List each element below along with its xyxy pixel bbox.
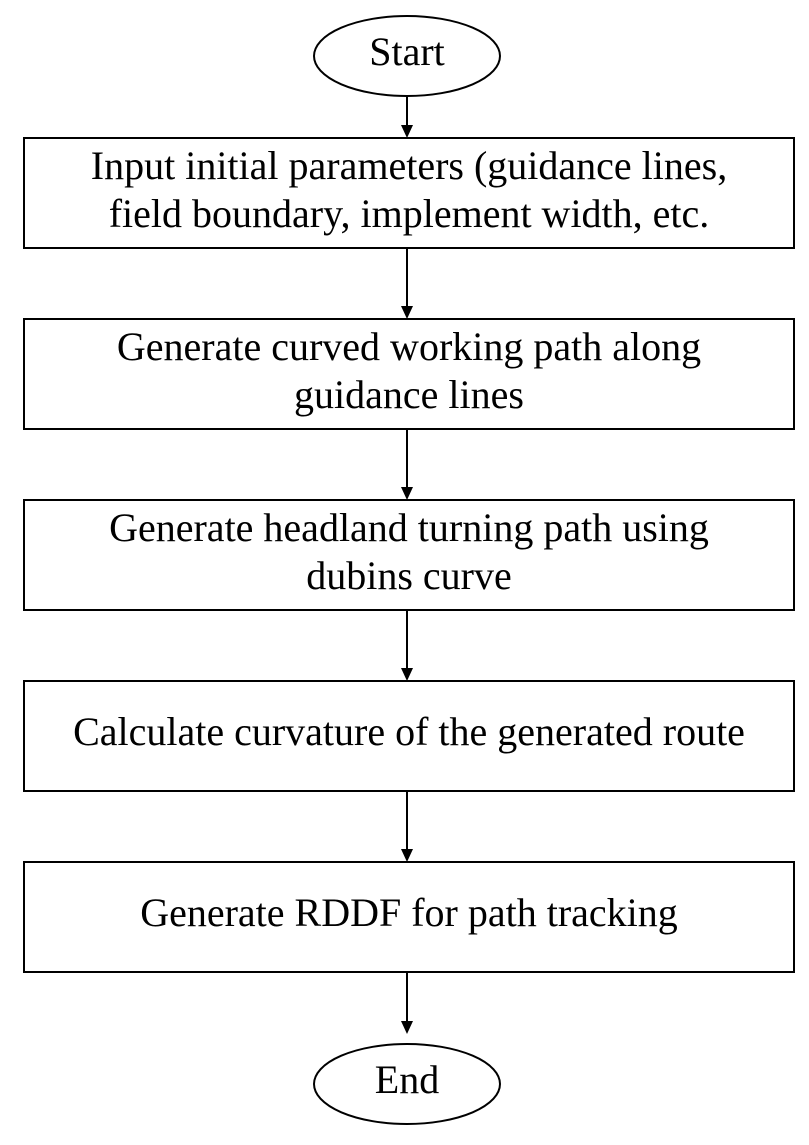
step-calculate-curvature: Calculate curvature of the generated rou… <box>23 680 795 792</box>
arrow-step-2-to-step-3 <box>401 429 413 500</box>
step-input-parameters: Input initial parameters (guidance lines… <box>23 137 795 249</box>
step-generate-headland-path: Generate headland turning path using dub… <box>23 499 795 611</box>
step-3-line-2: dubins curve <box>306 553 512 598</box>
step-5-line-1: Generate RDDF for path tracking <box>140 890 678 935</box>
start-terminal: Start <box>313 15 501 97</box>
end-label: End <box>375 1057 439 1102</box>
step-3-line-1: Generate headland turning path using <box>109 505 709 550</box>
step-generate-working-path: Generate curved working path along guida… <box>23 318 795 430</box>
arrow-start-to-step-1 <box>401 97 413 138</box>
arrow-step-5-to-end <box>401 972 413 1034</box>
step-4-line-1: Calculate curvature of the generated rou… <box>73 709 745 754</box>
step-2-line-1: Generate curved working path along <box>117 324 701 369</box>
arrow-step-1-to-step-2 <box>401 248 413 319</box>
step-1-line-1: Input initial parameters (guidance lines… <box>91 143 727 188</box>
step-1-line-2: field boundary, implement width, etc. <box>109 191 710 236</box>
arrow-step-3-to-step-4 <box>401 610 413 681</box>
arrow-step-4-to-step-5 <box>401 791 413 862</box>
step-2-line-2: guidance lines <box>294 372 524 417</box>
end-terminal: End <box>313 1043 501 1125</box>
step-generate-rddf: Generate RDDF for path tracking <box>23 861 795 973</box>
start-label: Start <box>369 29 445 74</box>
